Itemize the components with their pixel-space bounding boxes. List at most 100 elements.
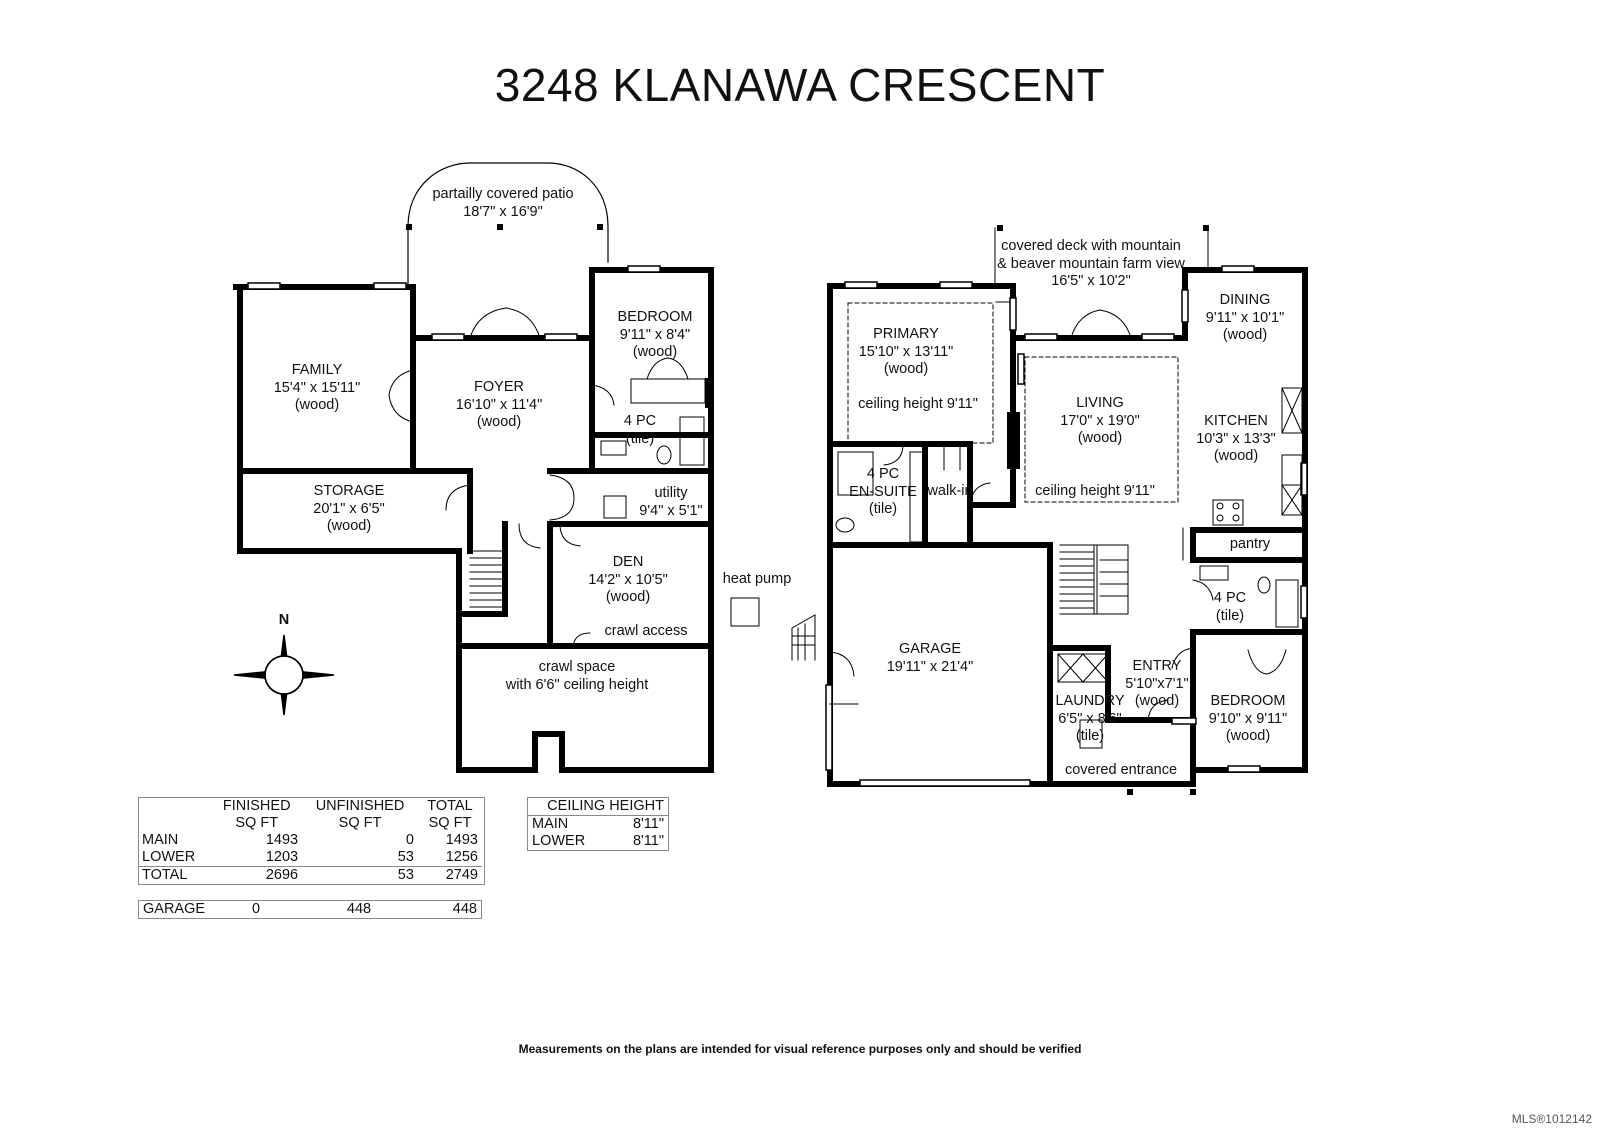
- deck-posts: [997, 225, 1209, 795]
- room-bath-lower: 4 PC (tile): [624, 413, 656, 448]
- room-entry: ENTRY 5'10"x7'1" (wood): [1125, 658, 1188, 711]
- room-name: FOYER: [474, 379, 524, 395]
- room-name: DEN: [612, 554, 644, 570]
- heat-pump-unit: [730, 597, 760, 627]
- lower-doors: [388, 307, 706, 647]
- room-kitchen: KITCHEN 10'3" x 13'3" (wood): [1196, 413, 1276, 466]
- room-floor: (wood): [476, 414, 522, 430]
- room-name: BEDROOM: [617, 309, 693, 325]
- living-ceiling: ceiling height 9'11": [1035, 483, 1155, 499]
- room-name: ENTRY: [1132, 658, 1182, 674]
- lower-fixtures: [600, 416, 705, 519]
- room-name: partailly covered patio: [432, 186, 574, 202]
- room-name: STORAGE: [313, 483, 385, 499]
- crawl-access-label: crawl access: [604, 623, 688, 639]
- lower-stairs: [469, 550, 506, 615]
- covered-entrance-label: covered entrance: [1064, 762, 1178, 778]
- room-laundry: LAUNDRY 6'5" x 8'6" (tile): [1055, 693, 1124, 746]
- area-summary-table: FINISHED UNFINISHED TOTAL SQ FT SQ FT SQ…: [138, 797, 482, 885]
- room-floor: (tile): [1075, 728, 1105, 744]
- primary-ceiling: ceiling height 9'11": [858, 396, 978, 412]
- room-dims: 9'11" x 10'1": [1205, 309, 1285, 326]
- main-windows: [825, 265, 1308, 787]
- room-deck: covered deck with mountain & beaver moun…: [997, 238, 1185, 291]
- room-floor: (wood): [1225, 728, 1271, 744]
- room-dims: 15'10" x 13'11": [858, 343, 954, 360]
- main-fixtures: [835, 387, 1303, 749]
- room-floor: (wood): [632, 344, 678, 360]
- room-name: 4 PC: [866, 466, 900, 482]
- table-header-row: SQ FT SQ FT SQ FT: [235, 815, 472, 831]
- disclaimer-footer: Measurements on the plans are intended f…: [518, 1042, 1082, 1056]
- room-ensuite: 4 PC EN-SUITE (tile): [849, 466, 917, 519]
- page-title: 3248 KLANAWA CRESCENT: [494, 59, 1106, 111]
- room-dims: 17'0" x 19'0": [1060, 412, 1140, 429]
- room-dims: 10'3" x 13'3": [1196, 430, 1276, 447]
- room-floor: (tile): [1215, 607, 1245, 624]
- area-table-frame: [138, 797, 485, 885]
- room-dining: DINING 9'11" x 10'1" (wood): [1206, 292, 1284, 345]
- room-dims: 16'10" x 11'4": [455, 396, 543, 413]
- room-garage: GARAGE 19'11" x 21'4": [887, 641, 974, 676]
- room-name: covered deck with mountain: [1001, 238, 1181, 254]
- room-dims: 20'1" x 6'5": [313, 500, 385, 517]
- walk-in-label: walk-in: [927, 483, 973, 499]
- room-dims: 14'2" x 10'5": [588, 571, 668, 588]
- room-name: LIVING: [1076, 395, 1124, 411]
- heat-pump-label: heat pump: [722, 571, 792, 587]
- room-dims: 15'4" x 15'11": [273, 379, 361, 396]
- room-den: DEN 14'2" x 10'5" (wood): [588, 554, 668, 607]
- main-stairs: [791, 544, 1129, 661]
- room-living: LIVING 17'0" x 19'0" (wood): [1060, 395, 1140, 448]
- pantry-label: pantry: [1229, 536, 1271, 552]
- room-foyer: FOYER 16'10" x 11'4" (wood): [456, 379, 543, 432]
- mls-number: MLS®1012142: [1511, 1112, 1592, 1126]
- room-floor: (tile): [868, 501, 898, 517]
- room-floor: (tile): [625, 430, 655, 447]
- fireplace: [1007, 412, 1020, 469]
- room-bedroom-lower: BEDROOM 9'11" x 8'4" (wood): [618, 309, 693, 362]
- room-name: 4 PC: [1213, 590, 1247, 606]
- compass-north-label: N: [278, 612, 290, 628]
- room-name: crawl space: [538, 659, 616, 675]
- room-floor: (wood): [1134, 693, 1180, 709]
- room-patio: partailly covered patio 18'7" x 16'9": [432, 186, 573, 221]
- lower-windows: [247, 265, 661, 341]
- main-doors: [829, 309, 1287, 721]
- room-dims: 9'11" x 8'4": [619, 326, 691, 343]
- room-primary: PRIMARY 15'10" x 13'11" (wood): [859, 326, 954, 379]
- room-name: FAMILY: [291, 362, 343, 378]
- room-name: LAUNDRY: [1055, 693, 1125, 709]
- garage-area-table: GARAGE 0 448 448: [138, 900, 482, 919]
- room-dims: 16'5" x 10'2": [1051, 273, 1131, 289]
- room-note: & beaver mountain farm view: [997, 255, 1185, 272]
- patio-posts: [406, 224, 603, 230]
- room-floor: (wood): [883, 361, 929, 377]
- room-floor: (wood): [1213, 448, 1259, 464]
- room-note: with 6'6" ceiling height: [505, 676, 649, 693]
- room-name: GARAGE: [898, 641, 962, 657]
- room-storage: STORAGE 20'1" x 6'5" (wood): [313, 483, 384, 536]
- room-floor: (wood): [1077, 430, 1123, 446]
- room-name: KITCHEN: [1204, 413, 1268, 429]
- room-dims: 9'10" x 9'11": [1208, 710, 1288, 727]
- room-family: FAMILY 15'4" x 15'11" (wood): [274, 362, 361, 415]
- room-dims: 19'11" x 21'4": [886, 658, 974, 675]
- room-bath-main: 4 PC (tile): [1214, 590, 1246, 625]
- room-name: PRIMARY: [873, 326, 939, 342]
- room-dims: 18'7" x 16'9": [463, 203, 543, 220]
- room-dims: 5'10"x7'1": [1125, 675, 1189, 692]
- room-floor: (wood): [1222, 327, 1268, 343]
- compass-icon: [233, 634, 335, 716]
- room-bedroom-main: BEDROOM 9'10" x 9'11" (wood): [1209, 693, 1287, 746]
- room-floor: (wood): [294, 397, 340, 413]
- room-name: utility: [654, 485, 688, 501]
- room-dims: 6'5" x 8'6": [1058, 710, 1122, 727]
- room-name: BEDROOM: [1210, 693, 1286, 709]
